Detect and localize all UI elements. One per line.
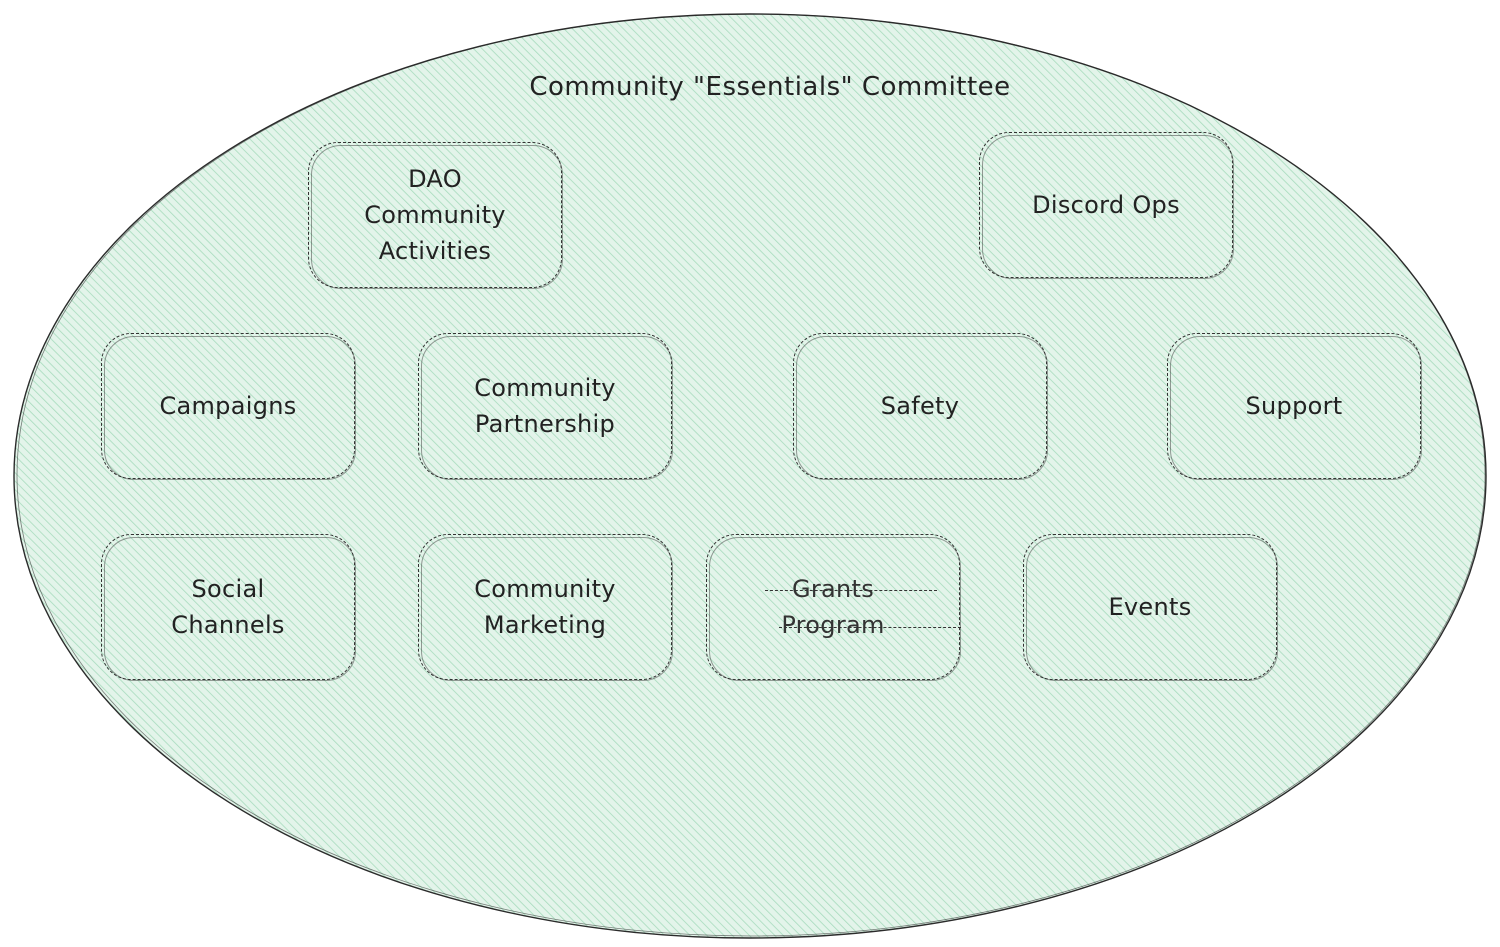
- box-label-grants-program: Grants Program: [781, 575, 885, 639]
- box-social-channels: Social Channels: [101, 534, 356, 681]
- box-support: Support: [1167, 333, 1422, 480]
- box-label-safety: Safety: [880, 392, 960, 420]
- box-label-campaigns: Campaigns: [159, 392, 297, 420]
- box-community-marketing: Community Marketing: [418, 534, 673, 681]
- box-label-discord-ops: Discord Ops: [1032, 191, 1180, 219]
- box-label-events: Events: [1108, 593, 1192, 621]
- box-label-social-channels: Social Channels: [171, 575, 285, 639]
- box-dao-community-activities: DAO Community Activities: [308, 142, 563, 289]
- box-discord-ops: Discord Ops: [979, 132, 1234, 279]
- box-label-dao-community-activities: DAO Community Activities: [364, 165, 506, 265]
- box-community-partnership: Community Partnership: [418, 333, 673, 480]
- box-label-community-partnership: Community Partnership: [474, 374, 616, 438]
- box-safety: Safety: [793, 333, 1048, 480]
- strikethrough-line-program: [779, 627, 961, 628]
- committee-title: Community "Essentials" Committee: [529, 72, 1011, 102]
- box-grants-program-struck: Grants Program: [706, 534, 961, 681]
- strikethrough-line-grants: [765, 590, 937, 591]
- box-label-community-marketing: Community Marketing: [474, 575, 616, 639]
- box-label-support: Support: [1245, 392, 1343, 420]
- box-events: Events: [1023, 534, 1278, 681]
- box-campaigns: Campaigns: [101, 333, 356, 480]
- committee-ellipse-outline: [16, 13, 1486, 937]
